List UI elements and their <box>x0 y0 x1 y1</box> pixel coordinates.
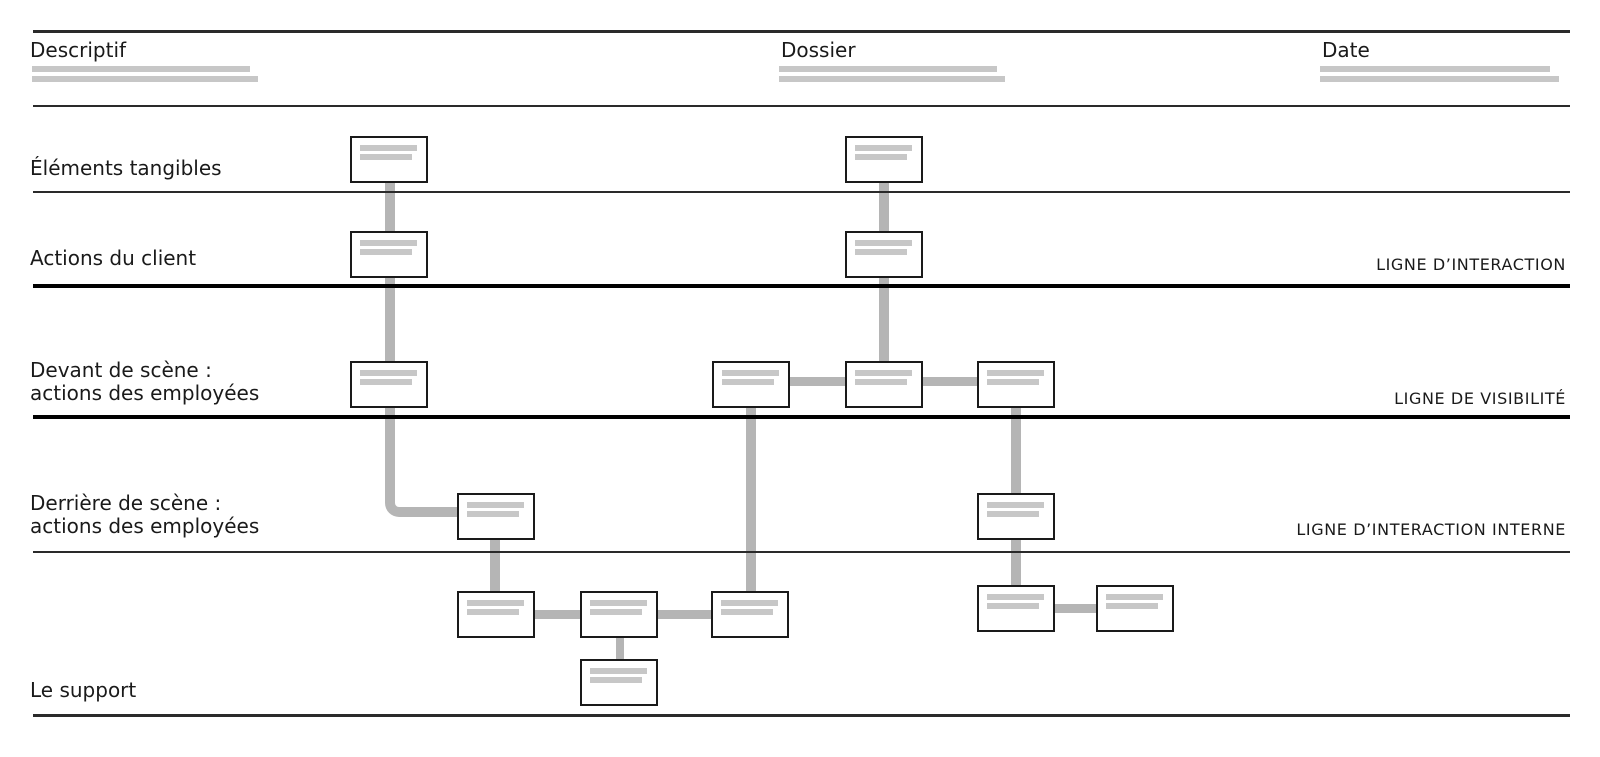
top-rule <box>33 30 1570 33</box>
diagram-card-actions-du-client[interactable] <box>350 231 428 278</box>
connector-devant-b-c <box>918 377 982 386</box>
diagram-card-devant-de-scene[interactable] <box>845 361 923 408</box>
row-label-line: actions des employées <box>30 514 260 538</box>
row-label-line: Éléments tangibles <box>30 156 222 180</box>
row-label-line: Devant de scène : <box>30 358 212 382</box>
card-text-placeholder <box>855 240 912 246</box>
card-text-placeholder <box>722 370 779 376</box>
connector-support-bottom <box>616 632 624 664</box>
text-placeholder-bar <box>32 76 258 82</box>
ligne-interaction-interne-rule <box>33 551 1570 553</box>
connector-support-d-e <box>1050 604 1101 613</box>
card-text-placeholder <box>590 609 642 615</box>
row-label-line: Derrière de scène : <box>30 491 222 515</box>
text-placeholder-bar <box>779 66 997 72</box>
ligne-interaction-rule <box>33 284 1570 288</box>
card-text-placeholder <box>855 370 912 376</box>
diagram-card-devant-de-scene[interactable] <box>350 361 428 408</box>
card-text-placeholder <box>855 249 907 255</box>
card-text-placeholder <box>1106 603 1158 609</box>
card-text-placeholder <box>721 609 773 615</box>
text-placeholder-bar <box>1320 76 1559 82</box>
ligne-interaction-label: LIGNE D’INTERACTION <box>1376 255 1566 274</box>
elements-tangibles-rule <box>33 191 1570 193</box>
diagram-card-le-support[interactable] <box>711 591 789 638</box>
row-label-devant-de-scene: Devant de scène : actions des employées <box>30 359 259 405</box>
card-text-placeholder <box>360 154 412 160</box>
card-text-placeholder <box>360 370 417 376</box>
header-label-descriptif: Descriptif <box>30 38 127 62</box>
diagram-card-le-support[interactable] <box>1096 585 1174 632</box>
diagram-card-le-support[interactable] <box>457 591 535 638</box>
card-text-placeholder <box>360 145 417 151</box>
card-text-placeholder <box>987 603 1039 609</box>
header-col-dossier: Dossier <box>777 38 1005 82</box>
card-text-placeholder <box>467 600 524 606</box>
card-text-placeholder <box>590 600 647 606</box>
card-text-placeholder <box>722 379 774 385</box>
connector-derriere-down <box>490 534 500 596</box>
text-placeholder-bar <box>779 76 1005 82</box>
connector-support-1-2 <box>530 610 585 619</box>
card-text-placeholder <box>590 677 642 683</box>
row-label-line: Le support <box>30 678 137 702</box>
card-text-placeholder <box>721 600 778 606</box>
ligne-interaction-interne-label: LIGNE D’INTERACTION INTERNE <box>1296 520 1566 539</box>
card-text-placeholder <box>987 511 1039 517</box>
header-col-date: Date <box>1318 38 1559 82</box>
header-label-dossier: Dossier <box>781 38 856 62</box>
card-text-placeholder <box>1106 594 1163 600</box>
row-label-line: actions des employées <box>30 381 260 405</box>
bottom-rule <box>33 714 1570 717</box>
ligne-visibilite-label: LIGNE DE VISIBILITÉ <box>1394 389 1566 408</box>
card-text-placeholder <box>855 154 907 160</box>
ligne-visibilite-rule <box>33 415 1570 419</box>
diagram-card-derriere-de-scene[interactable] <box>457 493 535 540</box>
diagram-card-derriere-de-scene[interactable] <box>977 493 1055 540</box>
connector-devant-a-b <box>785 377 850 386</box>
diagram-card-actions-du-client[interactable] <box>845 231 923 278</box>
text-placeholder-bar <box>1320 66 1550 72</box>
card-text-placeholder <box>855 379 907 385</box>
card-text-placeholder <box>987 370 1044 376</box>
text-placeholder-bar <box>32 66 250 72</box>
connector-col1-elbow <box>385 407 458 517</box>
card-text-placeholder <box>360 379 412 385</box>
connector-support-2-3 <box>653 610 716 619</box>
card-text-placeholder <box>987 594 1044 600</box>
card-text-placeholder <box>987 502 1044 508</box>
diagram-card-elements-tangibles[interactable] <box>350 136 428 183</box>
row-label-le-support: Le support <box>30 679 136 702</box>
diagram-card-le-support[interactable] <box>580 591 658 638</box>
card-text-placeholder <box>467 511 519 517</box>
header-col-descriptif: Descriptif <box>30 38 258 82</box>
header-label-date: Date <box>1322 38 1370 62</box>
header-bottom-rule <box>33 105 1570 107</box>
diagram-card-devant-de-scene[interactable] <box>712 361 790 408</box>
diagram-card-elements-tangibles[interactable] <box>845 136 923 183</box>
row-label-elements-tangibles: Éléments tangibles <box>30 157 222 180</box>
card-text-placeholder <box>467 502 524 508</box>
card-text-placeholder <box>987 379 1039 385</box>
card-text-placeholder <box>360 240 417 246</box>
card-text-placeholder <box>590 668 647 674</box>
row-label-line: Actions du client <box>30 246 197 270</box>
row-label-derriere-de-scene: Derrière de scène : actions des employée… <box>30 492 259 538</box>
card-text-placeholder <box>360 249 412 255</box>
diagram-card-devant-de-scene[interactable] <box>977 361 1055 408</box>
diagram-card-le-support[interactable] <box>580 659 658 706</box>
connector-devant-a-down <box>746 402 756 595</box>
card-text-placeholder <box>467 609 519 615</box>
row-label-actions-du-client: Actions du client <box>30 247 196 270</box>
card-text-placeholder <box>855 145 912 151</box>
diagram-card-le-support[interactable] <box>977 585 1055 632</box>
connector-col1-vertical <box>385 170 395 410</box>
